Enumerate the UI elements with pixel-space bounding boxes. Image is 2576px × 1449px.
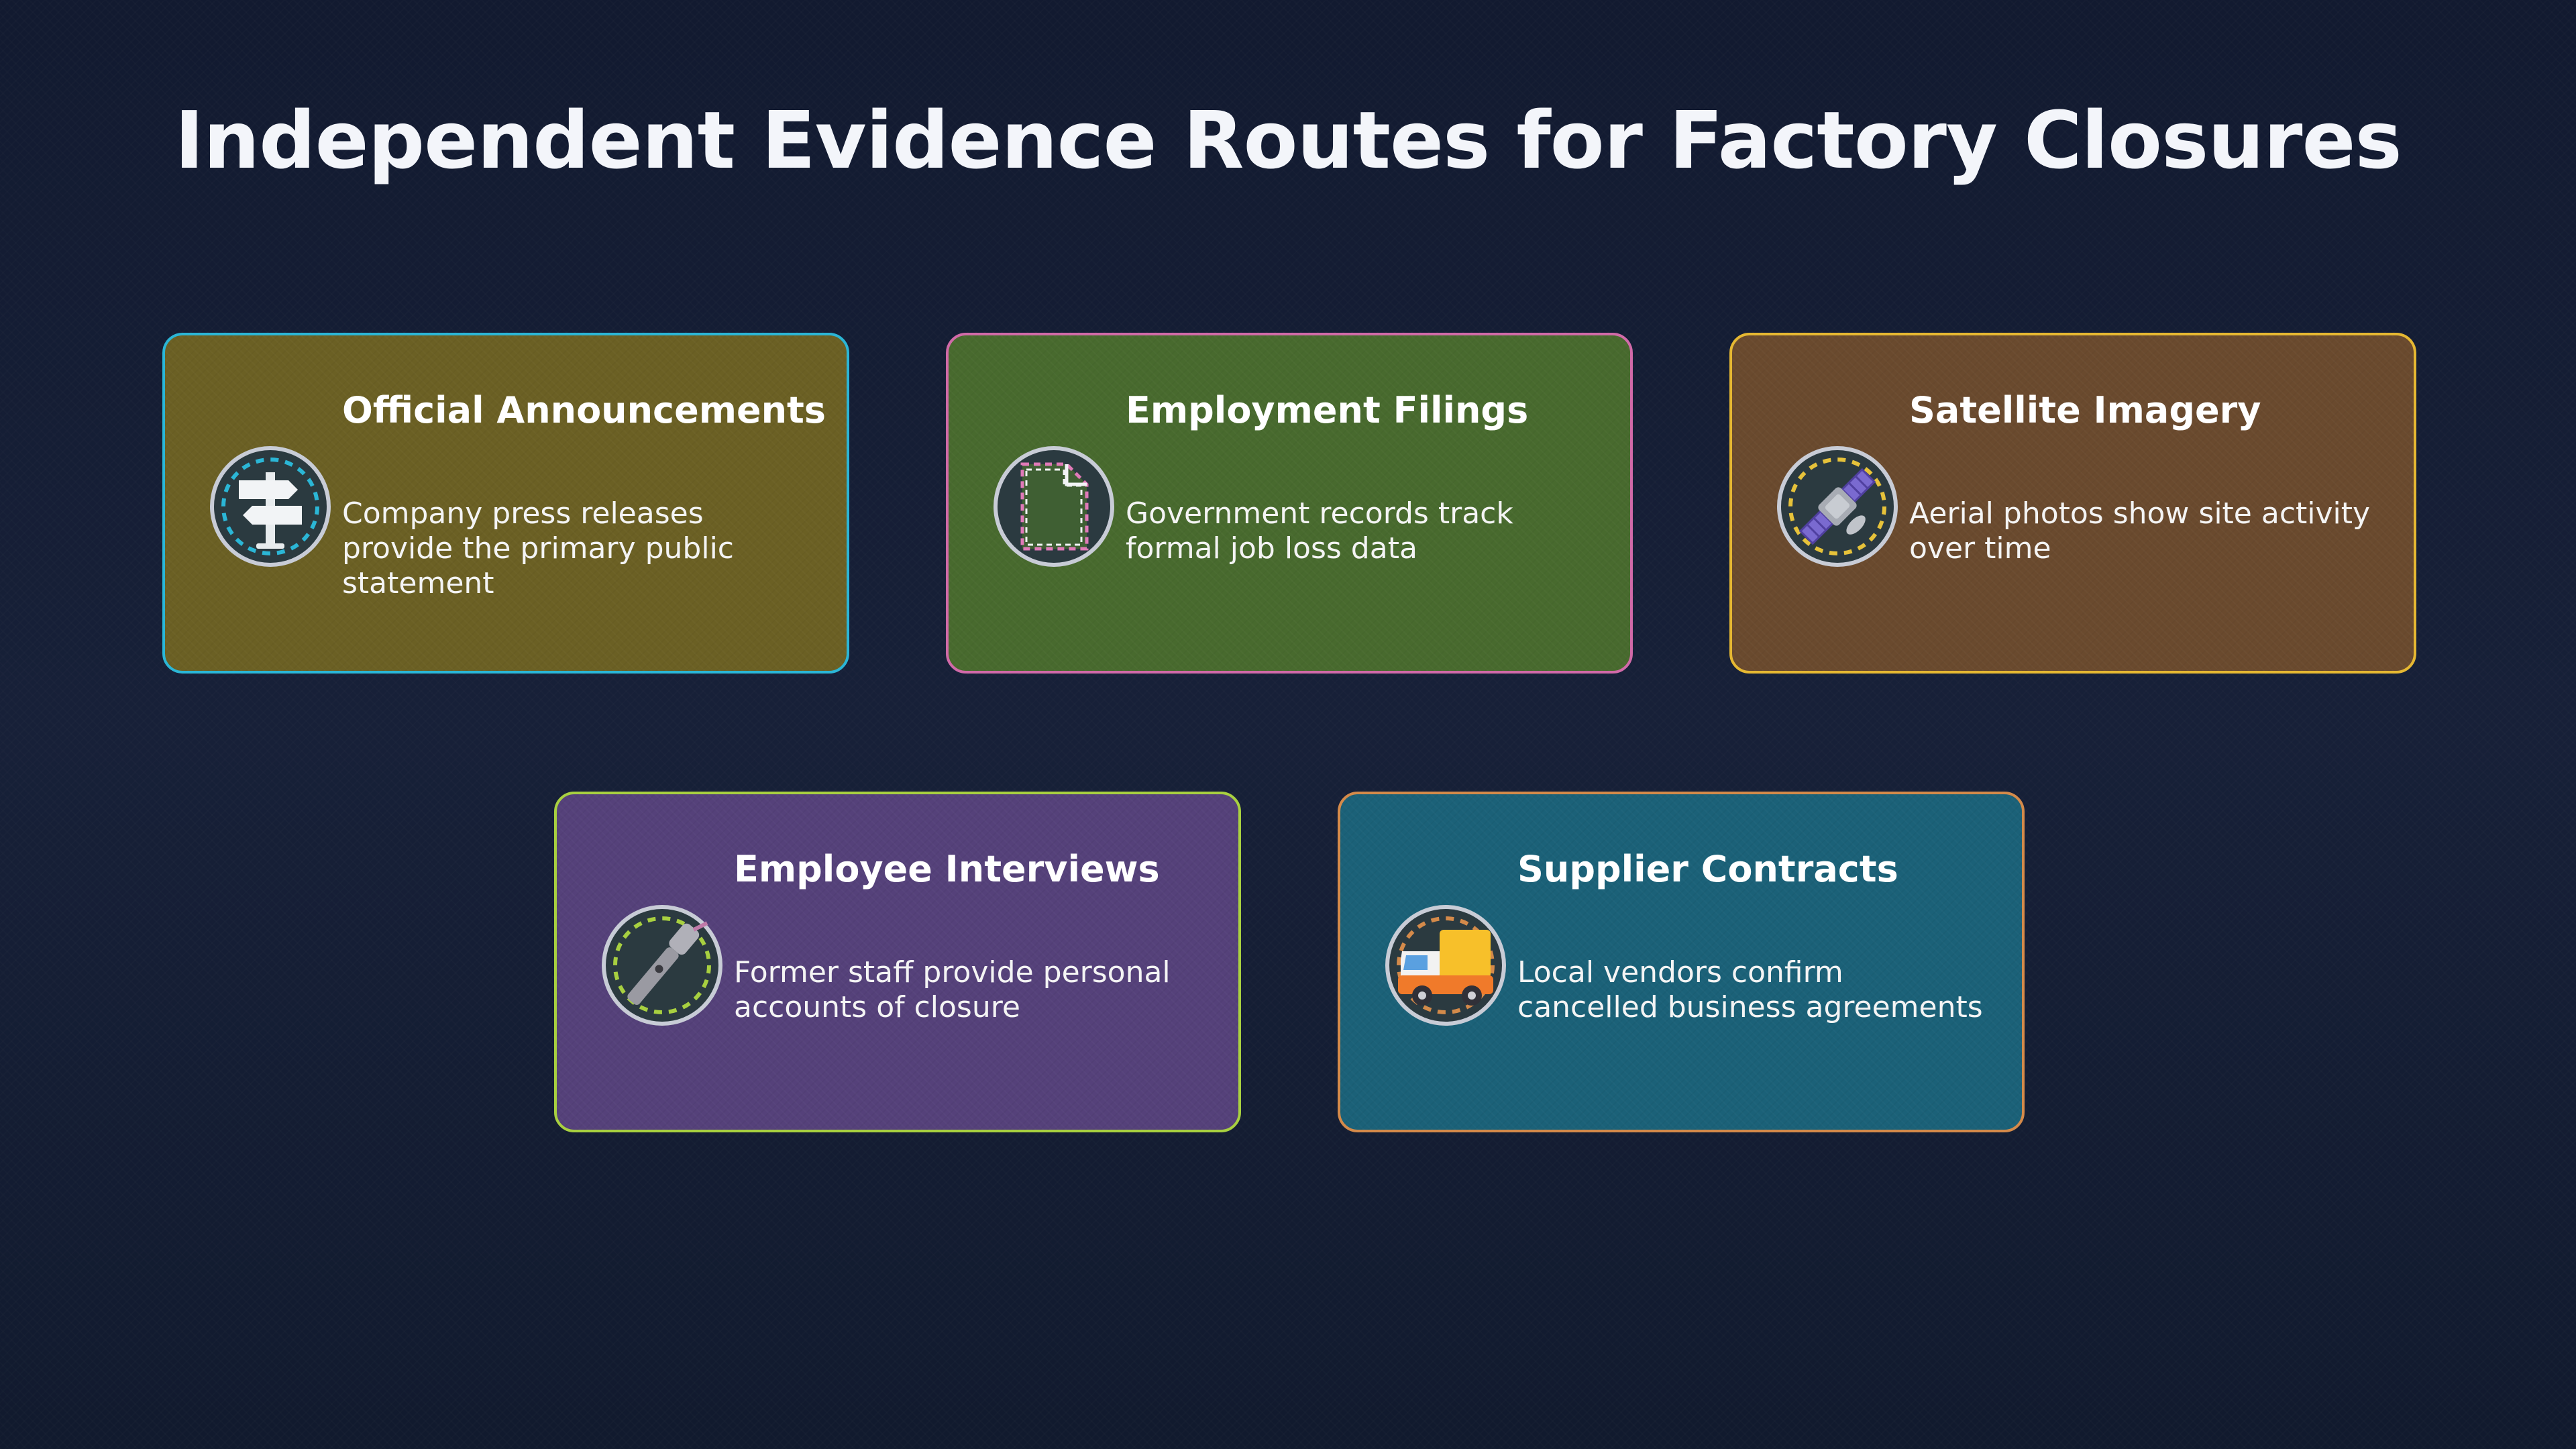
card-official-announcements: Official Announcements Company press rel…	[162, 333, 849, 674]
card-description: Local vendors confirm cancelled business…	[1517, 955, 1983, 1024]
card-description: Government records track formal job loss…	[1126, 496, 1513, 566]
microphone-icon	[600, 903, 724, 1028]
card-description: Aerial photos show site activity over ti…	[1909, 496, 2371, 566]
card-title: Satellite Imagery	[1909, 389, 2261, 431]
card-employment-filings: Employment Filings Government records tr…	[946, 333, 1633, 674]
card-supplier-contracts: Supplier Contracts Local vendors confirm…	[1338, 792, 2025, 1132]
card-title: Supplier Contracts	[1517, 848, 1898, 890]
signpost-icon	[208, 444, 333, 569]
document-icon	[991, 444, 1116, 569]
truck-icon	[1383, 903, 1508, 1028]
card-title: Official Announcements	[342, 389, 826, 431]
card-title: Employment Filings	[1126, 389, 1529, 431]
card-description: Company press releases provide the prima…	[342, 496, 734, 600]
page-title: Independent Evidence Routes for Factory …	[174, 94, 2402, 186]
card-description: Former staff provide personal accounts o…	[734, 955, 1171, 1024]
satellite-icon	[1775, 444, 1900, 569]
card-employee-interviews: Employee Interviews Former staff provide…	[554, 792, 1241, 1132]
card-title: Employee Interviews	[734, 848, 1160, 890]
card-satellite-imagery: Satellite Imagery Aerial photos show sit…	[1729, 333, 2416, 674]
